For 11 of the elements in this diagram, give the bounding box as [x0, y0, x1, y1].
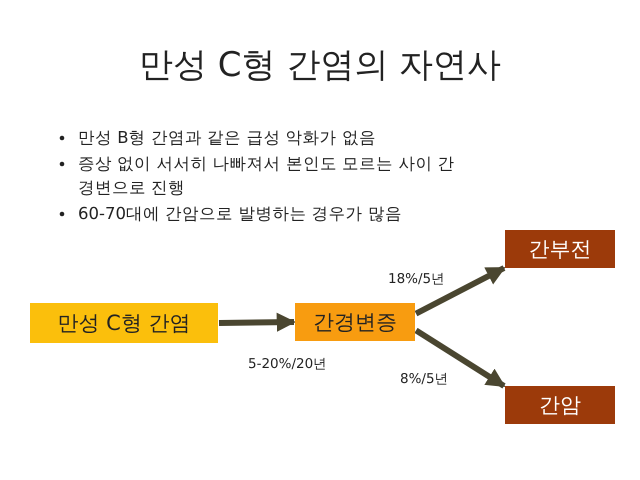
arrow: [414, 265, 506, 316]
process-box: 간경변증: [295, 303, 415, 341]
process-box: 만성 C형 간염: [30, 303, 218, 343]
slide-title: 만성 C형 간염의 자연사: [138, 44, 502, 87]
bullet-text: 만성 B형 간염과 같은 급성 악화가 없음: [78, 127, 377, 149]
bullet-text: 증상 없이 서서히 나빠져서 본인도 모르는 사이 간경변으로 진행: [78, 153, 456, 199]
bullet-text: 60-70대에 간암으로 발병하는 경우가 많음: [78, 203, 403, 225]
arrow: [414, 328, 506, 389]
process-box: 간암: [505, 386, 615, 424]
arrow: [218, 312, 296, 332]
process-box: 간부전: [505, 230, 615, 268]
